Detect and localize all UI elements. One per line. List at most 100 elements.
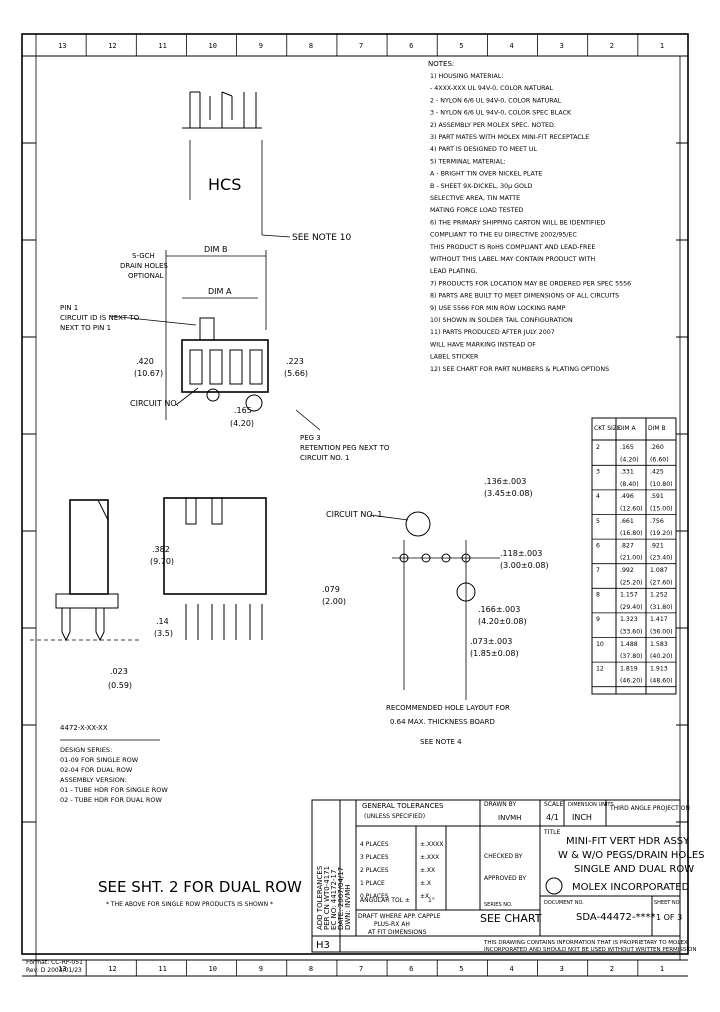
chart-cell: 7 <box>596 567 600 574</box>
chart-cell: 1.488 <box>620 641 638 648</box>
note-line: 2 - NYLON 6/6 UL 94V-0, COLOR NATURAL <box>430 97 562 104</box>
dim-420: .420 <box>136 357 154 366</box>
angular-val: 1° <box>428 897 435 904</box>
material-1: DRAFT WHERE APP. CAPPLE <box>358 913 441 920</box>
rev: H3 <box>316 940 330 951</box>
inner-border <box>35 55 681 961</box>
note-line: 12) SEE CHART FOR PART NUMBERS & PLATING… <box>430 366 609 373</box>
chart-cell: (16.80) <box>620 530 643 537</box>
zone-label: 2 <box>610 965 614 973</box>
zone-label: 9 <box>259 965 263 973</box>
note-line: 7) PRODUCTS FOR LOCATION MAY BE ORDERED … <box>430 280 631 287</box>
chart-cell: 6 <box>596 542 600 549</box>
chart-cell: 12 <box>596 665 604 672</box>
dim-223: .223 <box>286 357 304 366</box>
dim-lines: DIM B DIM A <box>165 245 267 420</box>
chart-cell: (29.40) <box>620 604 643 611</box>
series-no-label: SERIES NO. <box>484 902 513 908</box>
side-view: .023 (0.59) <box>30 499 140 690</box>
units-val: INCH <box>572 813 592 822</box>
units-label: DIMENSION UNITS <box>568 802 614 808</box>
dim-073: .073±.003 <box>470 637 512 646</box>
zone-label: 7 <box>359 965 363 973</box>
note-line: 3) PART MATES WITH MOLEX MINI-FIT RECEPT… <box>430 134 589 141</box>
note-line: 6) THE PRIMARY SHIPPING CARTON WILL BE I… <box>430 219 605 226</box>
svg-text:DRAIN HOLES: DRAIN HOLES <box>120 262 168 270</box>
dim-382-mm: (9.70) <box>150 557 174 566</box>
tol-row-val: ±.XXXX <box>420 841 443 848</box>
chart-cell: 1.417 <box>650 616 668 623</box>
circuit-no-1: CIRCUIT NO. 1 <box>326 510 382 519</box>
note-line: MATING FORCE LOAD TESTED <box>430 207 523 214</box>
chart-cell: (33.60) <box>620 629 643 636</box>
note-line: B - SHEET 9X-DICKEL, 30μ GOLD <box>430 183 532 190</box>
sheet-label: SHEET NO. <box>654 900 681 906</box>
chart-cell: 2 <box>596 444 600 451</box>
note-line: 5) TERMINAL MATERIAL: <box>430 158 506 165</box>
note-line: 8) PARTS ARE BUILT TO MEET DIMENSIONS OF… <box>430 293 619 300</box>
dim-166-mm: (4.20±0.08) <box>478 617 527 626</box>
chart-cell: 8 <box>596 592 600 599</box>
chart-cell: (21.00) <box>620 555 643 562</box>
chart-cell: 10 <box>596 641 604 648</box>
note-line: WILL HAVE MARKING INSTEAD OF <box>430 341 536 348</box>
tol-row-label: 3 PLACES <box>360 854 389 861</box>
rev-line: PER CN WT0-4171 <box>323 866 331 930</box>
chart-cell: .425 <box>650 469 664 476</box>
dim-136: .136±.003 <box>484 477 526 486</box>
series-line: DESIGN SERIES: <box>60 746 112 754</box>
note-line: 10) SHOWN IN SOLDER TAIL CONFIGURATION <box>430 317 573 324</box>
chart-cell: (40.20) <box>650 653 673 660</box>
hole-layout-label-2: 0.64 MAX. THICKNESS BOARD <box>390 718 495 726</box>
chart-cell: (6.60) <box>650 456 669 463</box>
dim-079: .079 <box>322 585 340 594</box>
tol-row-val: ±.XX <box>420 867 435 874</box>
tol-row-val: ±.X <box>420 880 431 887</box>
outer-border <box>21 33 689 955</box>
chart-cell: (37.80) <box>620 653 643 660</box>
zone-label: 11 <box>158 42 166 50</box>
zone-label: 6 <box>409 42 413 50</box>
svg-text:NEXT TO PIN 1: NEXT TO PIN 1 <box>60 324 111 332</box>
sheet-val: 1 OF 3 <box>656 913 682 922</box>
series-block: 4472-X-XX-XX DESIGN SERIES: 01-09 FOR SI… <box>60 724 302 908</box>
doc-no-label: DOCUMENT NO. <box>544 900 584 906</box>
hole-layout-label-1: RECOMMENDED HOLE LAYOUT FOR <box>386 704 510 712</box>
chart-header: CKT SIZE <box>594 425 621 432</box>
projection: THIRD ANGLE PROJECTION <box>609 805 690 812</box>
angular-label: ANGULAR TOL ± <box>360 897 410 904</box>
proprietary-2: INCORPORATED AND SHOULD NOT BE USED WITH… <box>484 947 696 953</box>
note-line: COMPLIANT TO THE EU DIRECTIVE 2002/95/EC <box>430 232 577 239</box>
footer-1: Format: CC-RP-051 <box>26 959 83 966</box>
title-label: TITLE <box>543 829 560 836</box>
chart-cell: (15.00) <box>650 506 673 513</box>
chart-cell: 1.157 <box>620 592 638 599</box>
tol-row-val: ±.XXX <box>420 854 439 861</box>
chart-cell: 1.583 <box>650 641 668 648</box>
scale-label: SCALE <box>544 801 563 808</box>
tol-row-label: 2 PLACES <box>360 867 389 874</box>
chart-cell: (36.00) <box>650 629 673 636</box>
rev-line: DATE: 2007/04/17 <box>337 867 345 930</box>
zone-label: 1 <box>660 965 664 973</box>
note-line: A - BRIGHT TIN OVER NICKEL PLATE <box>430 171 542 178</box>
chart-cell: 1.323 <box>620 616 638 623</box>
see-note-10-label: SEE NOTE 10 <box>292 233 352 243</box>
rev-line: EC NO: 44172-17 <box>330 870 338 930</box>
dim-073-mm: (1.85±0.08) <box>470 649 519 658</box>
tol-row-val: ±X <box>420 893 429 900</box>
zone-label: 13 <box>58 42 66 50</box>
series-line: 02 - TUBE HDR FOR DUAL ROW <box>60 796 163 804</box>
dim-14-mm: (3.5) <box>154 629 173 638</box>
svg-text:OPTIONAL: OPTIONAL <box>128 272 164 280</box>
chart-cell: .165 <box>620 444 634 451</box>
chart-cell: .496 <box>620 493 634 500</box>
zone-label: 7 <box>359 42 363 50</box>
zone-label: 13 <box>58 965 66 973</box>
chart-cell: (19.20) <box>650 530 673 537</box>
peg-label-3: CIRCUIT NO. 1 <box>300 454 349 462</box>
chart-cell: (48.60) <box>650 678 673 685</box>
note-line: 1) HOUSING MATERIAL: <box>430 73 503 80</box>
